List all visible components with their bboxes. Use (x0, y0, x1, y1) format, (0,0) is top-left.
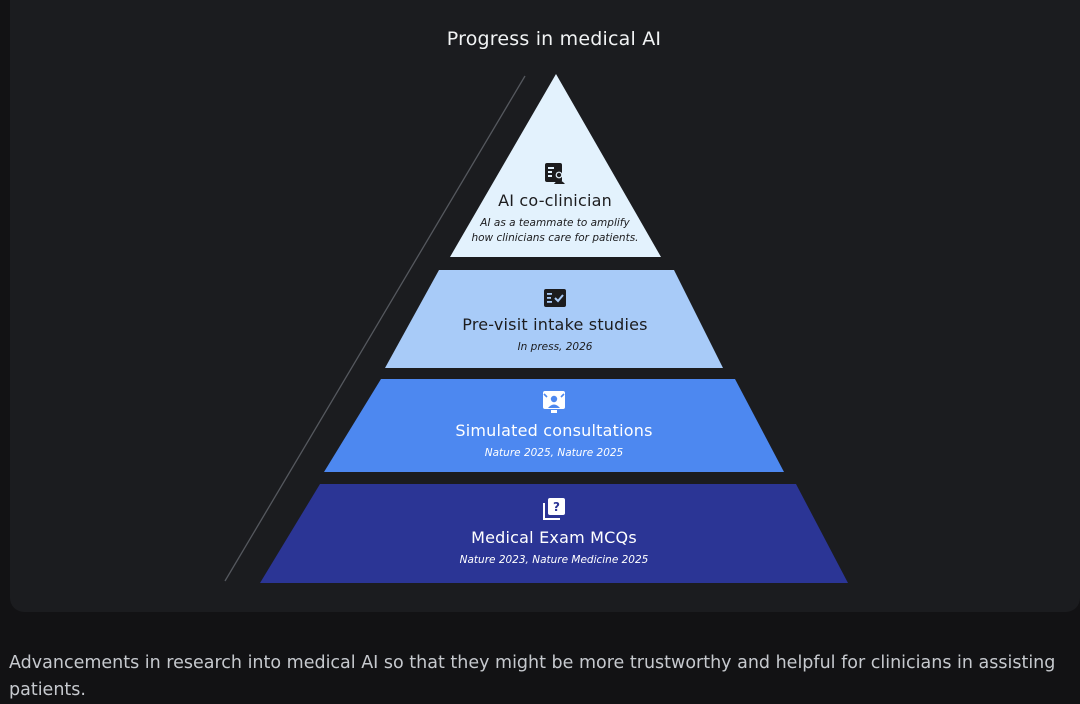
tier-3-shape (324, 379, 784, 472)
tier-1-description-line-1: AI as a teammate to amplify (480, 217, 630, 229)
diagram-caption: Advancements in research into medical AI… (9, 653, 1056, 700)
tier-3-name: Simulated consultations (455, 421, 653, 440)
svg-text:?: ? (553, 500, 560, 514)
tier-2-description: In press, 2026 (517, 341, 593, 353)
tier-2-name: Pre-visit intake studies (462, 315, 648, 334)
tier-3-description: Nature 2025, Nature 2025 (484, 447, 624, 459)
clinician-badge-icon (545, 163, 565, 184)
tier-1-description: AI as a teammate to amplify how clinicia… (455, 216, 655, 246)
tier-4-description: Nature 2023, Nature Medicine 2025 (459, 554, 649, 566)
tier-2-shape (385, 270, 723, 368)
tier-4-name: Medical Exam MCQs (471, 528, 637, 547)
tier-ai-co-clinician: AI co-clinician AI as a teammate to ampl… (455, 162, 655, 246)
tier-simulated-consultations: Simulated consultations Nature 2025, Nat… (404, 390, 704, 461)
progress-arrow-line (224, 75, 526, 582)
pyramid-diagram (224, 74, 848, 583)
tier-4-shape (260, 484, 848, 583)
video-consult-icon (543, 391, 565, 413)
question-cards-icon: ? (543, 498, 565, 520)
diagram-title: Progress in medical AI (446, 28, 662, 50)
checklist-icon (544, 289, 566, 307)
tier-1-name: AI co-clinician (498, 191, 612, 210)
tier-pre-visit-intake: Pre-visit intake studies In press, 2026 (405, 288, 705, 355)
tier-medical-exam-mcqs: ? Medical Exam MCQs Nature 2023, Nature … (404, 497, 704, 568)
tier-1-description-line-2: how clinicians care for patients. (471, 232, 639, 244)
